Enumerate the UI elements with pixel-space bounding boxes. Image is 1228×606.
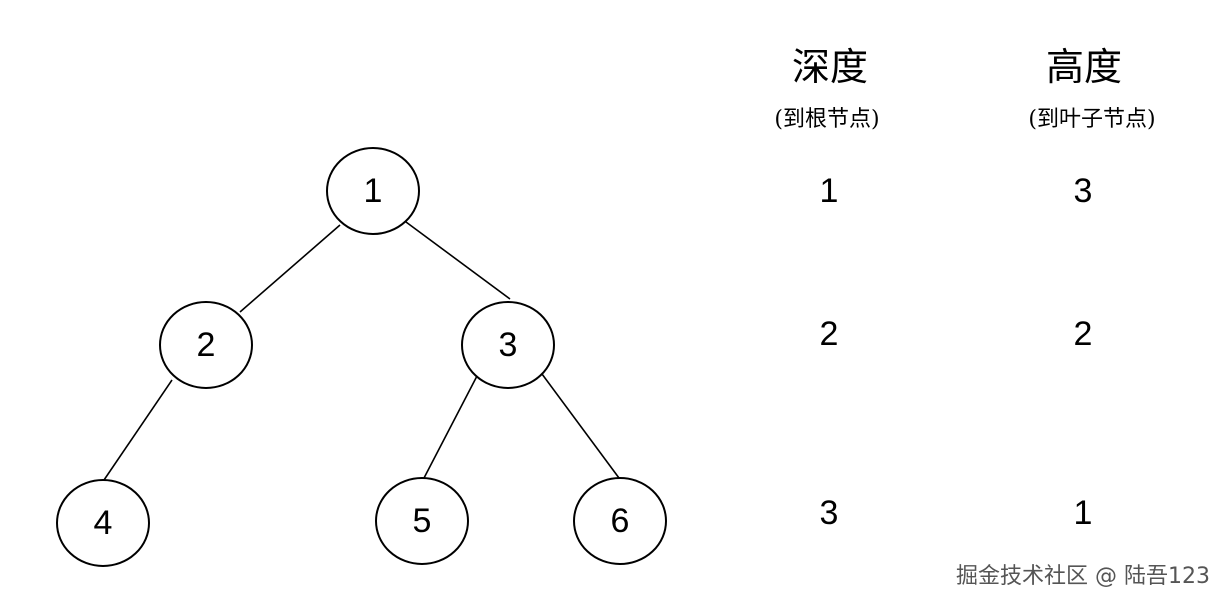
- edge-1-3: [405, 221, 511, 300]
- depth-value: 2: [820, 315, 839, 353]
- edge-1-2: [239, 224, 341, 313]
- node-circle: [326, 147, 420, 235]
- tree-node-3: 3: [461, 301, 555, 389]
- edge-3-6: [541, 373, 620, 479]
- node-label: 6: [611, 502, 630, 540]
- depth-value: 3: [820, 494, 839, 532]
- node-label: 1: [364, 172, 383, 210]
- node-label: 5: [413, 502, 432, 540]
- depth-height-table: 深度 (到根节点) 高度 (到叶子节点) 1 3 2 2 3 1: [774, 45, 1155, 532]
- node-circle: [573, 477, 667, 565]
- node-circle: [375, 477, 469, 565]
- edge-3-5: [423, 375, 478, 479]
- tree-node-2: 2: [159, 301, 253, 389]
- height-value: 1: [1074, 494, 1093, 532]
- node-label: 4: [94, 504, 113, 542]
- height-value: 2: [1074, 315, 1093, 353]
- node-label: 3: [499, 326, 518, 364]
- height-value: 3: [1074, 172, 1093, 210]
- tree-node-4: 4: [56, 479, 150, 567]
- height-column-subtitle: (到叶子节点): [1028, 107, 1155, 132]
- depth-column-title: 深度: [792, 45, 868, 89]
- node-circle: [56, 479, 150, 567]
- depth-column-subtitle: (到根节点): [774, 107, 879, 132]
- tree-nodes: 1 2 3 4 5 6: [56, 147, 667, 567]
- watermark: 掘金技术社区 @ 陆吾123: [956, 564, 1210, 589]
- tree-node-6: 6: [573, 477, 667, 565]
- tree-edges: [103, 221, 620, 481]
- height-column-title: 高度: [1046, 45, 1122, 89]
- node-circle: [159, 301, 253, 389]
- node-circle: [461, 301, 555, 389]
- edge-2-4: [103, 379, 173, 481]
- node-label: 2: [197, 326, 216, 364]
- depth-value: 1: [820, 172, 839, 210]
- tree-node-1: 1: [326, 147, 420, 235]
- tree-node-5: 5: [375, 477, 469, 565]
